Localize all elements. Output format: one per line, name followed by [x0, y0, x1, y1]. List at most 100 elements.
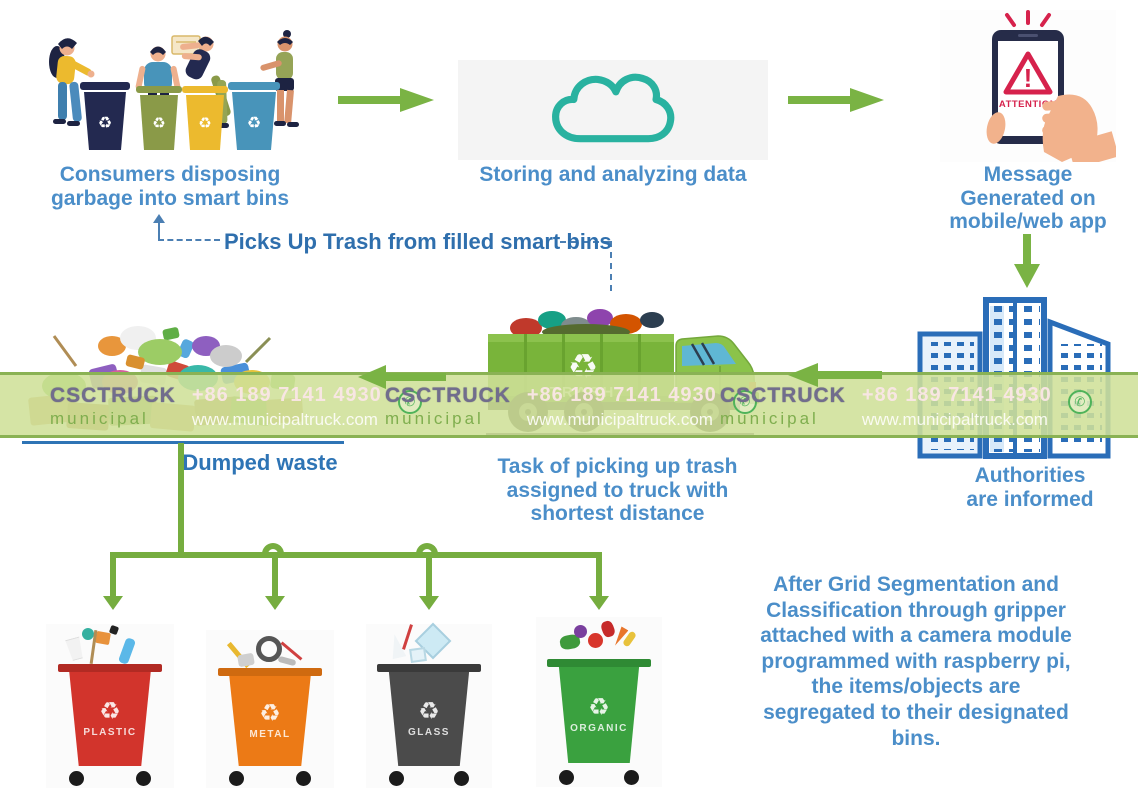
- trash-item: [63, 636, 86, 662]
- bin-rim: [217, 668, 323, 676]
- trash-item: [237, 652, 255, 668]
- tree-arrowhead-icon: [589, 596, 609, 610]
- consumers-illustration: ♻ ♻ ♻ ♻: [24, 8, 314, 162]
- attention-label: ATTENTION: [999, 99, 1057, 110]
- recycle-icon: ♻: [98, 115, 112, 132]
- bin-label: ORGANIC: [570, 723, 628, 734]
- bin-label: METAL: [249, 729, 291, 740]
- bin-wheel: [624, 770, 640, 785]
- whatsapp-icon: ✆: [397, 390, 422, 414]
- smart-bin-blue: ♻: [228, 82, 280, 150]
- connector-line: [158, 222, 160, 232]
- brand-subtitle: municipal: [385, 409, 484, 428]
- whatsapp-icon: ✆: [732, 390, 757, 414]
- website-url: www.municipaltruck.com: [526, 410, 713, 429]
- tree-arrowhead-icon: [103, 596, 123, 610]
- bin-wheel: [135, 771, 151, 786]
- trash-item: [588, 633, 603, 648]
- brand-subtitle: municipal: [50, 409, 149, 428]
- connector-elbow-left: [158, 228, 220, 241]
- people-smart-bins-graphic: ♻ ♻ ♻ ♻: [49, 30, 299, 150]
- phone-in-hand-graphic: ! ATTENTION: [986, 10, 1116, 162]
- watermark-band: CSCTRUCK municipal +86 189 7141 4930 www…: [0, 372, 1138, 438]
- bin-body: ♻ GLASS: [388, 672, 470, 766]
- bin-rim: [57, 664, 163, 672]
- authorities-caption: Authorities are informed: [966, 464, 1094, 511]
- arrow-down-icon: [1014, 234, 1040, 288]
- consumers-caption: Consumers disposing garbage into smart b…: [50, 163, 290, 210]
- tree-drop-line: [110, 552, 116, 598]
- watermark-contact: +86 189 7141 4930 www.municipaltruck.com: [862, 384, 1052, 430]
- arrow-right-icon: [338, 88, 434, 112]
- tree-trunk-line: [178, 443, 184, 555]
- watermark-group: CSCTRUCK municipal +86 189 7141 4930 www…: [50, 384, 422, 430]
- bin-label: PLASTIC: [83, 727, 137, 738]
- phone-number: +86 189 7141 4930: [861, 384, 1052, 406]
- trash-item: [409, 646, 427, 664]
- tree-arrowhead-icon: [265, 596, 285, 610]
- smart-bin-yellow: ♻: [182, 86, 228, 150]
- watermark-group: CSCTRUCK municipal +86 189 7141 4930 www…: [385, 384, 757, 430]
- organic-bin: ♻ ORGANIC: [536, 617, 662, 787]
- bin-label: GLASS: [408, 727, 450, 738]
- watermark-logo: CSCTRUCK municipal: [385, 384, 511, 429]
- connector-line-down: [610, 241, 612, 291]
- glass-bin: ♻ GLASS: [366, 622, 492, 788]
- warning-triangle-icon: [1003, 51, 1053, 95]
- bin-body: ♻ ORGANIC: [558, 667, 640, 763]
- website-url: www.municipaltruck.com: [861, 410, 1048, 429]
- recycle-icon: ♻: [99, 698, 121, 725]
- tree-drop-line: [426, 552, 432, 598]
- connector-arrow-up-icon: [153, 214, 165, 223]
- bin-wheel: [69, 771, 85, 786]
- tree-drop-line: [272, 552, 278, 598]
- dumped-waste-underline: [22, 441, 344, 444]
- exclamation-icon: !: [1024, 63, 1033, 93]
- alert-rays-icon: [1005, 10, 1051, 27]
- hand-graphic: [986, 94, 1116, 162]
- smart-bin-navy: ♻: [80, 82, 130, 150]
- bin-wheel: [454, 771, 470, 786]
- tree-hop: [416, 543, 438, 554]
- picks-up-label: Picks Up Trash from filled smart bins: [224, 229, 612, 254]
- brand-name: CSCTRUCK: [385, 384, 511, 407]
- tree-drop-line: [596, 552, 602, 598]
- bin-rim: [547, 659, 651, 667]
- phone-number: +86 189 7141 4930: [526, 384, 717, 406]
- arrow-left-icon: [788, 363, 882, 387]
- trash-item: [117, 637, 137, 665]
- website-url: www.municipaltruck.com: [191, 410, 378, 429]
- arrow-left-icon: [358, 365, 446, 389]
- storing-caption: Storing and analyzing data: [479, 163, 747, 186]
- dumped-waste-caption: Dumped waste: [182, 450, 338, 475]
- phone-alert-illustration: ! ATTENTION: [940, 10, 1116, 162]
- brand-name: CSCTRUCK: [720, 384, 846, 407]
- recycle-icon: ♻: [152, 115, 165, 132]
- watermark-logo: CSCTRUCK municipal: [720, 384, 846, 429]
- watermark-contact: +86 189 7141 4930 www.municipaltruck.com: [527, 384, 717, 430]
- trash-item: [599, 619, 617, 639]
- segmentation-caption: After Grid Segmentation and Classificati…: [760, 573, 1072, 750]
- brand-subtitle: municipal: [720, 409, 819, 428]
- trash-item: [402, 624, 413, 650]
- watermark-logo: CSCTRUCK municipal: [50, 384, 176, 429]
- arrow-right-icon: [788, 88, 884, 112]
- bin-body: ♻ METAL: [229, 676, 311, 766]
- brand-name: CSCTRUCK: [50, 384, 176, 407]
- cloud-icon: [552, 73, 675, 143]
- cloud-illustration: [458, 60, 768, 160]
- recycle-icon: ♻: [198, 115, 211, 132]
- watermark-group: CSCTRUCK municipal +86 189 7141 4930 www…: [720, 384, 1092, 430]
- trash-item: [82, 628, 94, 640]
- recycle-icon: ♻: [588, 694, 610, 721]
- tree-hop: [262, 543, 284, 554]
- recycle-icon: ♻: [259, 700, 281, 727]
- bin-wheel: [558, 770, 574, 785]
- person-figure: [260, 30, 299, 127]
- trash-item: [277, 655, 297, 667]
- metal-bin: ♻ METAL: [206, 630, 334, 788]
- tree-branch-line: [110, 552, 602, 558]
- watermark-contact: +86 189 7141 4930 www.municipaltruck.com: [192, 384, 382, 430]
- whatsapp-icon: ✆: [1067, 390, 1092, 414]
